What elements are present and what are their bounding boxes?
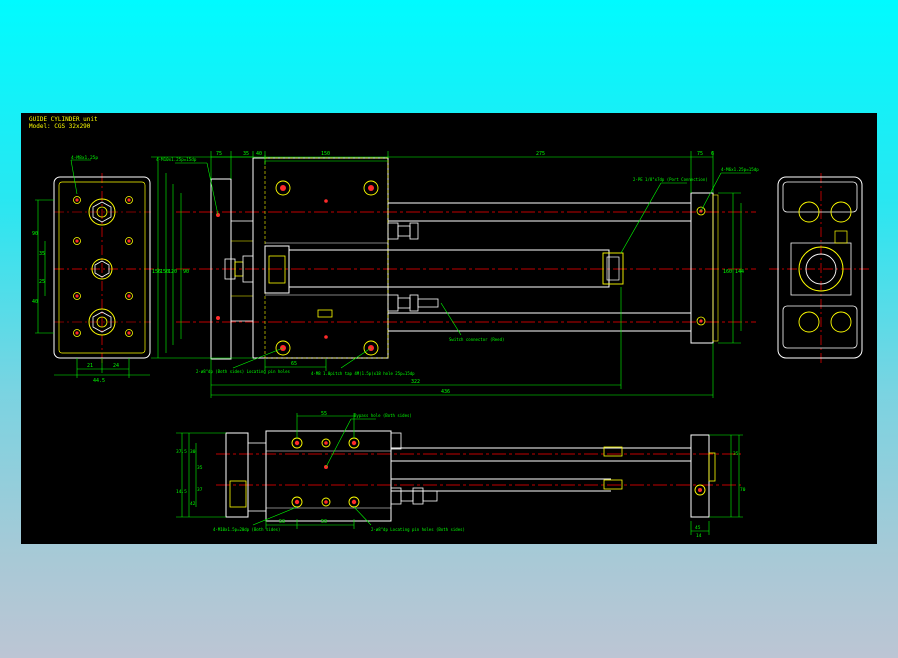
cad-drawing-frame: GUIDE CYLINDER unit Model: CGS 32x290 xyxy=(21,113,877,544)
bottom-left-dim-1: 37.5 xyxy=(176,449,187,455)
cad-drawing: GUIDE CYLINDER unit Model: CGS 32x290 xyxy=(29,116,871,539)
left-dim-a: 90 xyxy=(32,231,38,237)
left-bottom-dim-b: 24 xyxy=(113,363,119,369)
bottom-right-dim-4: 45 xyxy=(695,525,701,531)
bottom-left-dim-4: 37 xyxy=(197,487,203,493)
front-left-dim-4: 90 xyxy=(183,269,189,275)
left-bottom-dim-c: 44.5 xyxy=(93,378,105,384)
front-note-tapped: 4-M8 1.0pitch tap 4M(1.5p)x18 hole 25p=1… xyxy=(311,371,415,376)
front-left-dim-3: 120 xyxy=(168,269,177,275)
bottom-note-top: Bypass hole (Both sides) xyxy=(354,413,412,418)
bottom-note-bl: 4-M10x1.5p=20dp (Both sides) xyxy=(213,527,280,532)
bottom-note-br: 2-ø8"dp Locating pin holes (Both sides) xyxy=(371,527,465,532)
bottom-view: 55 37.5 30 35 37 42 14.5 50 50 35 70 14 … xyxy=(176,411,746,539)
bottom-right-dim-1: 35 xyxy=(733,451,739,457)
bottom-left-dim-2: 30 xyxy=(190,449,196,455)
drawing-model: Model: CGS 32x290 xyxy=(29,123,91,130)
front-bottom-dim-2: 322 xyxy=(411,379,420,385)
drawing-title: GUIDE CYLINDER unit xyxy=(29,116,98,123)
front-top-dim-2: 35 xyxy=(243,151,249,157)
front-note-locating-pin: 2-ø8"dp (Both sides) Locating pin holes xyxy=(196,369,291,374)
bottom-left-dim-6: 14.5 xyxy=(176,489,187,495)
front-note-right: 4-M6x1.25p=15dp xyxy=(721,167,759,172)
front-view: 75 35 40 150 275 75 6 156 150 120 90 160… xyxy=(151,151,759,398)
front-top-dim-6: 75 xyxy=(697,151,703,157)
bottom-bottom-dim-1: 50 xyxy=(279,519,285,525)
front-top-dim-4: 150 xyxy=(321,151,330,157)
front-top-dim-3: 40 xyxy=(256,151,262,157)
front-top-dim-1: 75 xyxy=(216,151,222,157)
front-top-dim-5: 275 xyxy=(536,151,545,157)
front-left-dim-1: 156 xyxy=(152,269,161,275)
bottom-bottom-dim-2: 50 xyxy=(321,519,327,525)
bottom-right-dim-2: 70 xyxy=(740,487,746,493)
front-top-dim-7: 6 xyxy=(711,151,714,157)
left-end-view: 4-M8x1.25p 90 35 25 40 21 24 44.5 xyxy=(32,155,161,384)
front-note-switch: Switch connector (Reed) xyxy=(449,337,504,342)
bottom-left-dim-5: 42 xyxy=(190,501,196,507)
bottom-left-dim-3: 35 xyxy=(197,465,203,471)
bottom-top-dim: 55 xyxy=(321,411,327,417)
front-bottom-dim-1: 65 xyxy=(291,361,297,367)
left-bottom-dim-a: 21 xyxy=(87,363,93,369)
right-end-view xyxy=(769,173,871,365)
left-dim-b: 35 xyxy=(39,251,45,257)
front-right-dim-2: 144 xyxy=(735,269,744,275)
front-note-port: 2-PE 1/8"x7dp (Port Connection) xyxy=(633,177,708,182)
front-right-dim-1: 160 xyxy=(723,269,732,275)
front-left-dim-2: 150 xyxy=(160,269,169,275)
front-bottom-dim-3: 436 xyxy=(441,389,450,395)
bottom-right-dim-3: 14 xyxy=(696,533,702,539)
left-top-note: 4-M8x1.25p xyxy=(71,155,98,161)
left-dim-d: 40 xyxy=(32,299,38,305)
front-note-top-left: 4-M10x1.25p=15dp xyxy=(156,157,197,162)
left-dim-c: 25 xyxy=(39,279,45,285)
